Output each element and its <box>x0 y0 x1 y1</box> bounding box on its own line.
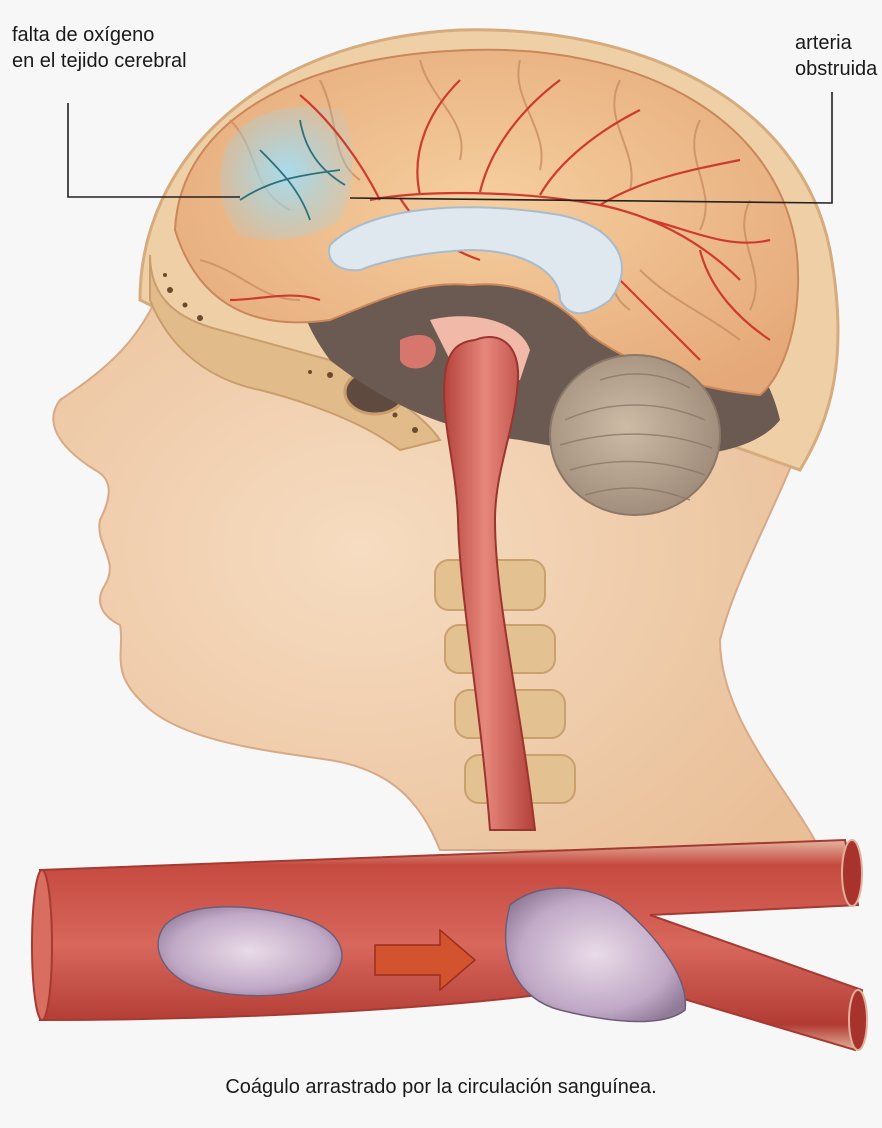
label-artery-line1: arteria <box>795 30 877 56</box>
label-oxygen-line1: falta de oxígeno <box>12 22 187 48</box>
figure-caption: Coágulo arrastrado por la circulación sa… <box>0 1076 882 1099</box>
label-artery-line2: obstruida <box>795 56 877 82</box>
label-oxygen-line2: en el tejido cerebral <box>12 48 187 74</box>
label-obstructed-artery: arteria obstruida <box>795 30 877 82</box>
label-oxygen-deficit: falta de oxígeno en el tejido cerebral <box>12 22 187 74</box>
cerebellum <box>550 355 720 515</box>
